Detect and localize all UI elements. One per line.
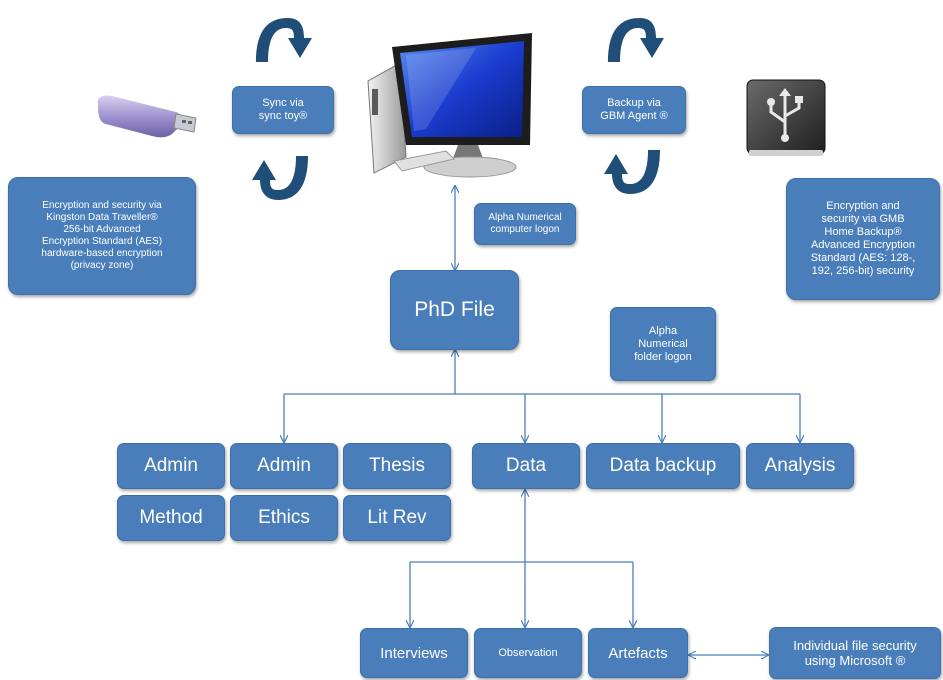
folder-logon-label: Alpha Numerical folder logon bbox=[634, 324, 692, 363]
sync-arrow-bottom-icon bbox=[252, 156, 308, 200]
method-box: Method bbox=[117, 495, 225, 541]
phd-file-label: PhD File bbox=[414, 298, 495, 321]
sync-box: Sync via sync toy® bbox=[232, 86, 334, 134]
admin-label-2: Admin bbox=[257, 455, 311, 476]
admin-box-1: Admin bbox=[117, 443, 225, 489]
sync-arrow-top-icon bbox=[256, 18, 312, 62]
admin-box-2: Admin bbox=[230, 443, 338, 489]
thesis-box: Thesis bbox=[343, 443, 451, 489]
method-label: Method bbox=[139, 507, 203, 528]
artefacts-label: Artefacts bbox=[608, 644, 668, 662]
external-usb-drive-icon bbox=[746, 79, 826, 156]
kingston-encryption-box: Encryption and security via Kingston Dat… bbox=[8, 177, 196, 295]
thesis-label: Thesis bbox=[369, 455, 425, 476]
data-label: Data bbox=[505, 455, 547, 476]
data-box: Data bbox=[472, 443, 580, 489]
gmb-encryption-box: Encryption and security via GMB Home Bac… bbox=[786, 178, 940, 300]
desktop-computer-icon bbox=[367, 33, 532, 178]
file-security-box: Individual file security using Microsoft… bbox=[769, 627, 941, 679]
ethics-label: Ethics bbox=[258, 507, 310, 528]
computer-logon-box: Alpha Numerical computer logon bbox=[474, 203, 576, 245]
usb-stick-icon bbox=[97, 95, 197, 138]
analysis-box: Analysis bbox=[746, 443, 854, 489]
backup-arrow-bottom-icon bbox=[604, 150, 660, 194]
artefacts-box: Artefacts bbox=[588, 628, 688, 678]
file-security-label: Individual file security using Microsoft… bbox=[793, 638, 917, 668]
sync-label: Sync via sync toy® bbox=[258, 97, 308, 122]
backup-box: Backup via GBM Agent ® bbox=[582, 86, 686, 134]
gmb-encryption-label: Encryption and security via GMB Home Bac… bbox=[810, 200, 916, 277]
observation-label: Observation bbox=[498, 646, 558, 659]
interviews-label: Interviews bbox=[380, 644, 448, 662]
computer-logon-label: Alpha Numerical computer logon bbox=[488, 212, 562, 235]
ethics-box: Ethics bbox=[230, 495, 338, 541]
kingston-encryption-label: Encryption and security via Kingston Dat… bbox=[41, 200, 163, 271]
backup-label: Backup via GBM Agent ® bbox=[600, 97, 668, 122]
lit-rev-box: Lit Rev bbox=[343, 495, 451, 541]
analysis-label: Analysis bbox=[764, 455, 836, 476]
phd-file-box: PhD File bbox=[390, 270, 519, 350]
interviews-box: Interviews bbox=[360, 628, 468, 678]
observation-box: Observation bbox=[474, 628, 582, 678]
data-backup-box: Data backup bbox=[586, 443, 740, 489]
admin-label-1: Admin bbox=[144, 455, 198, 476]
lit-rev-label: Lit Rev bbox=[367, 507, 427, 528]
data-backup-label: Data backup bbox=[609, 455, 717, 476]
folder-logon-box: Alpha Numerical folder logon bbox=[610, 307, 716, 381]
backup-arrow-top-icon bbox=[608, 18, 664, 62]
